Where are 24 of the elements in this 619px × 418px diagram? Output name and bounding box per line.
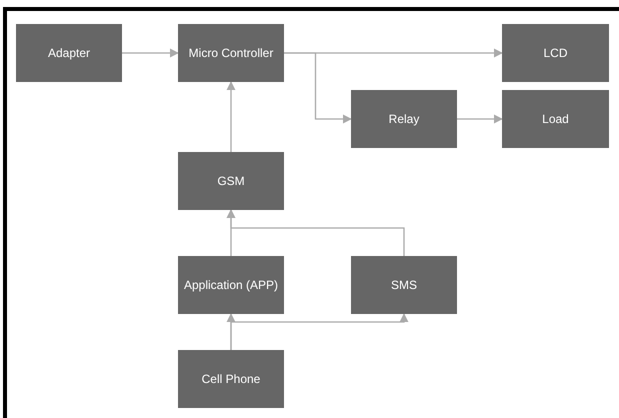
arrow xyxy=(284,52,352,124)
arrow xyxy=(226,81,236,152)
block-box xyxy=(16,24,122,82)
block-label: Adapter xyxy=(48,46,90,60)
block-label: Micro Controller xyxy=(188,46,274,60)
block-label: Load xyxy=(542,112,569,126)
block-label: LCD xyxy=(543,46,568,60)
block-box xyxy=(178,152,284,210)
block-label: Application (APP) xyxy=(184,278,278,292)
block-box xyxy=(178,350,284,408)
arrow xyxy=(230,313,408,350)
block-label: GSM xyxy=(217,174,245,188)
block-box xyxy=(351,256,457,314)
block-box xyxy=(351,90,457,148)
block-label: SMS xyxy=(390,278,417,292)
arrow xyxy=(122,48,179,58)
block-box xyxy=(178,24,284,82)
block-label: Cell Phone xyxy=(202,372,260,386)
block-box xyxy=(178,256,284,314)
arrow xyxy=(226,209,405,256)
block-box xyxy=(502,24,609,82)
arrow xyxy=(457,114,503,124)
block-label: Relay xyxy=(388,112,420,126)
block-box xyxy=(502,90,609,148)
